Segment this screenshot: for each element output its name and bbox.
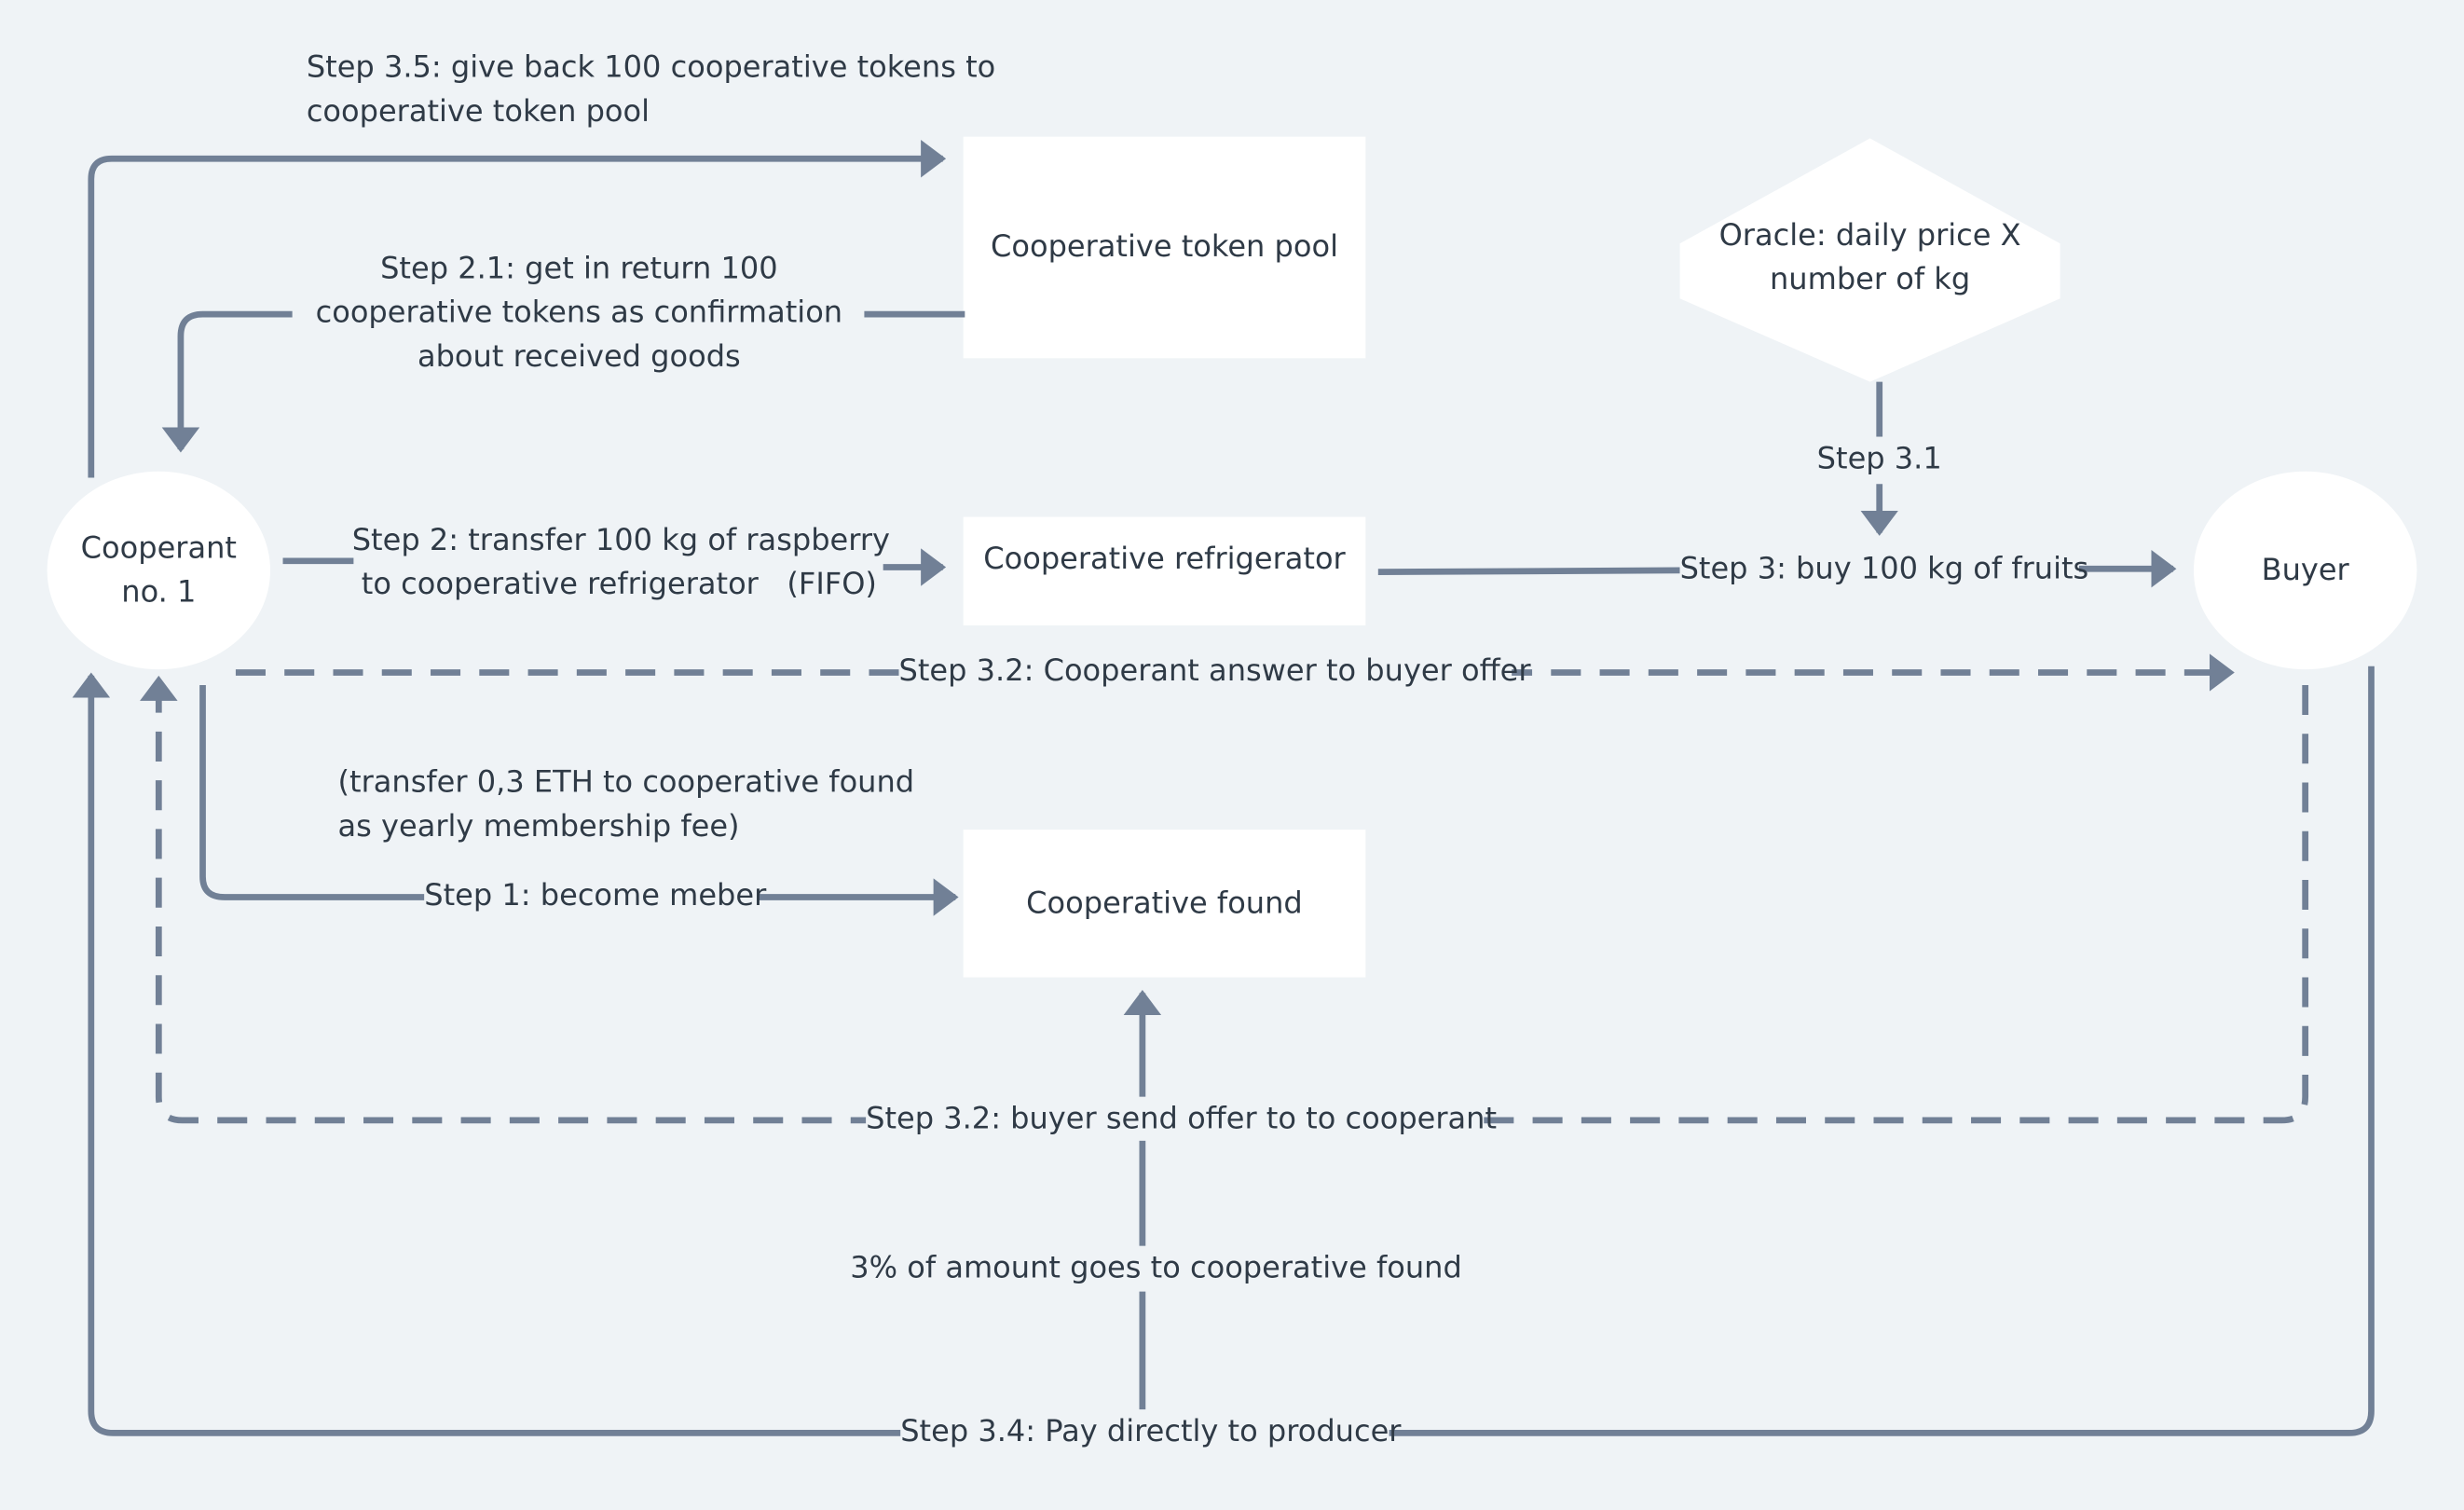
refrigerator-label: Cooperative refrigerator: [983, 542, 1346, 577]
step-3-5-label: Step 3.5: give back 100 cooperative toke…: [306, 49, 996, 130]
step-3-label: Step 3: buy 100 kg of fruits: [1679, 546, 2088, 591]
token-pool-node[interactable]: [963, 136, 1366, 359]
refrigerator-node[interactable]: [963, 516, 1366, 625]
membership-note-label: (transfer 0,3 ETH to cooperative found a…: [337, 764, 915, 844]
edge-step-3-5: [88, 140, 947, 478]
buyer-label: Buyer: [2261, 553, 2349, 588]
found-label: Cooperative found: [1026, 885, 1303, 921]
cooperant-label: Cooperant no. 1: [80, 530, 237, 611]
oracle-node[interactable]: [1679, 138, 2060, 382]
step-3-4-label: Step 3.4: Pay directly to producer: [900, 1409, 1401, 1454]
edge-step-3-start: [1377, 567, 1680, 575]
fee-share-label: 3% of amount goes to cooperative found: [850, 1245, 1462, 1290]
step-3-2-answer-label: Step 3.2: Cooperant answer to buyer offe…: [898, 649, 1531, 693]
step-3-1-label: Step 3.1: [1814, 436, 1944, 481]
edge-step-1-start: [199, 684, 425, 900]
found-node[interactable]: [963, 830, 1366, 978]
edge-step-2-1: [181, 310, 965, 449]
oracle-label: Oracle: daily price X number of kg: [1718, 218, 2021, 297]
step-3-2-offer-label: Step 3.2: buyer send offer to to coopera…: [866, 1096, 1497, 1141]
buyer-node[interactable]: [2193, 471, 2417, 670]
step-2-label: Step 2: transfer 100 kg of raspberry to …: [351, 523, 891, 602]
cooperant-node[interactable]: [47, 471, 271, 670]
step-2-1-label: Step 2.1: get in return 100 cooperative …: [315, 251, 843, 375]
step-1-label: Step 1: become meber: [424, 873, 766, 918]
token-pool-label: Cooperative token pool: [991, 229, 1338, 265]
